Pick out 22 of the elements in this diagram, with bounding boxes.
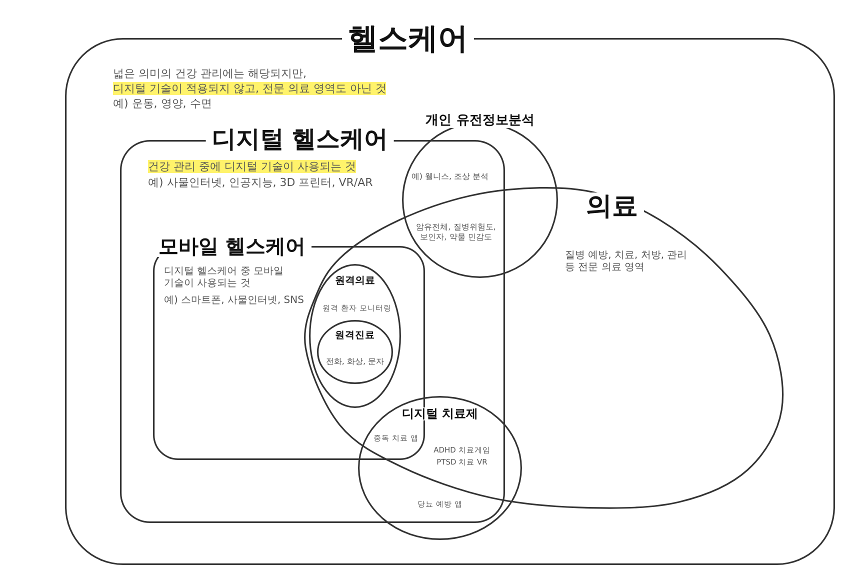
highlighted-text: 건강 관리 중에 디지털 기술이 사용되는 것	[148, 160, 356, 174]
circle-title: 원격진료	[335, 330, 375, 342]
teleconsultation-circle	[317, 320, 393, 384]
highlighted-text: 디지털 기술이 적용되지 않고, 전문 의료 영역도 아닌 것	[113, 82, 386, 96]
example-text: 예) 운동, 영양, 수면	[113, 97, 212, 110]
region-title: 헬스케어	[348, 22, 468, 56]
circle-title: 원격의료	[335, 276, 375, 286]
description-text: 넓은 의미의 건강 관리에는 해당되지만,	[113, 67, 306, 80]
region-title: 디지털 헬스케어	[212, 126, 388, 152]
region-title: 모바일 헬스케어	[158, 235, 306, 257]
description-text: 디지털 헬스케어 중 모바일 기술이 사용되는 것	[164, 266, 285, 290]
example-text: 전화, 화상, 문자	[326, 357, 384, 367]
example-text: 암유전체, 질병위험도, 보인자, 약물 민감도	[415, 222, 497, 242]
telemedicine-circle	[309, 264, 401, 408]
example-text: 예) 웰니스, 조상 분석	[411, 172, 489, 182]
circle-title: 디지털 치료제	[402, 407, 478, 421]
circle-title: 개인 유전정보분석	[426, 114, 534, 128]
digital-therapeutics-circle	[358, 396, 522, 540]
example-text: 예) 사물인터넷, 인공지능, 3D 프린터, VR/AR	[148, 176, 373, 190]
region-title: 의료	[586, 192, 638, 222]
description-text: 질병 예방, 치료, 처방, 관리 등 전문 의료 영역	[564, 250, 688, 274]
example-text: 예) 스마트폰, 사물인터넷, SNS	[164, 295, 304, 307]
